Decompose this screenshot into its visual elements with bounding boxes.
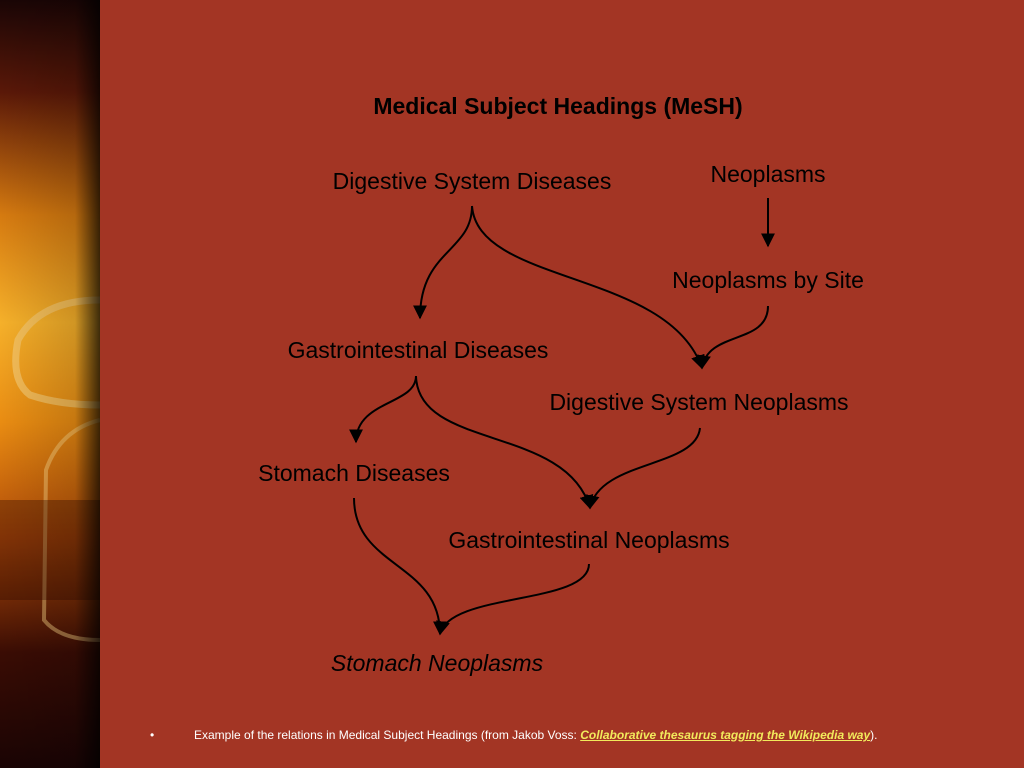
edge-digestive-system-diseases-to-gastrointestinal-diseases [413,205,473,320]
node-gastrointestinal-neoplasms: Gastrointestinal Neoplasms [448,527,729,553]
edge-digestive-system-diseases-to-digestive-system-neoplasms [471,205,705,370]
decorative-glass-image [0,0,100,768]
caption: • Example of the relations in Medical Sub… [150,728,1010,742]
edge-digestive-system-neoplasms-to-gastrointestinal-neoplasms [585,427,701,510]
node-digestive-system-neoplasms: Digestive System Neoplasms [549,389,848,415]
node-stomach-diseases: Stomach Diseases [258,460,450,486]
edge-gastrointestinal-diseases-to-gastrointestinal-neoplasms [415,375,594,510]
edge-gastrointestinal-diseases-to-stomach-diseases [349,375,417,444]
bullet-point: • [150,728,155,742]
caption-text: Example of the relations in Medical Subj… [194,728,581,742]
diagram-edges [349,198,775,636]
diagram-nodes: Digestive System Diseases Neoplasms Neop… [258,161,864,676]
edge-stomach-diseases-to-stomach-neoplasms [353,497,447,636]
node-gastrointestinal-diseases: Gastrointestinal Diseases [288,337,549,363]
node-digestive-system-diseases: Digestive System Diseases [333,168,612,194]
node-neoplasms: Neoplasms [710,161,825,187]
node-neoplasms-by-site: Neoplasms by Site [672,267,864,293]
edge-neoplasms-by-site-to-digestive-system-neoplasms [697,305,769,370]
diagram-title: Medical Subject Headings (MeSH) [373,93,742,119]
edge-gastrointestinal-neoplasms-to-stomach-neoplasms [436,563,590,636]
source-link[interactable]: Collaborative thesaurus tagging the Wiki… [580,728,871,742]
caption-suffix: ). [870,728,878,742]
node-stomach-neoplasms: Stomach Neoplasms [331,650,544,676]
